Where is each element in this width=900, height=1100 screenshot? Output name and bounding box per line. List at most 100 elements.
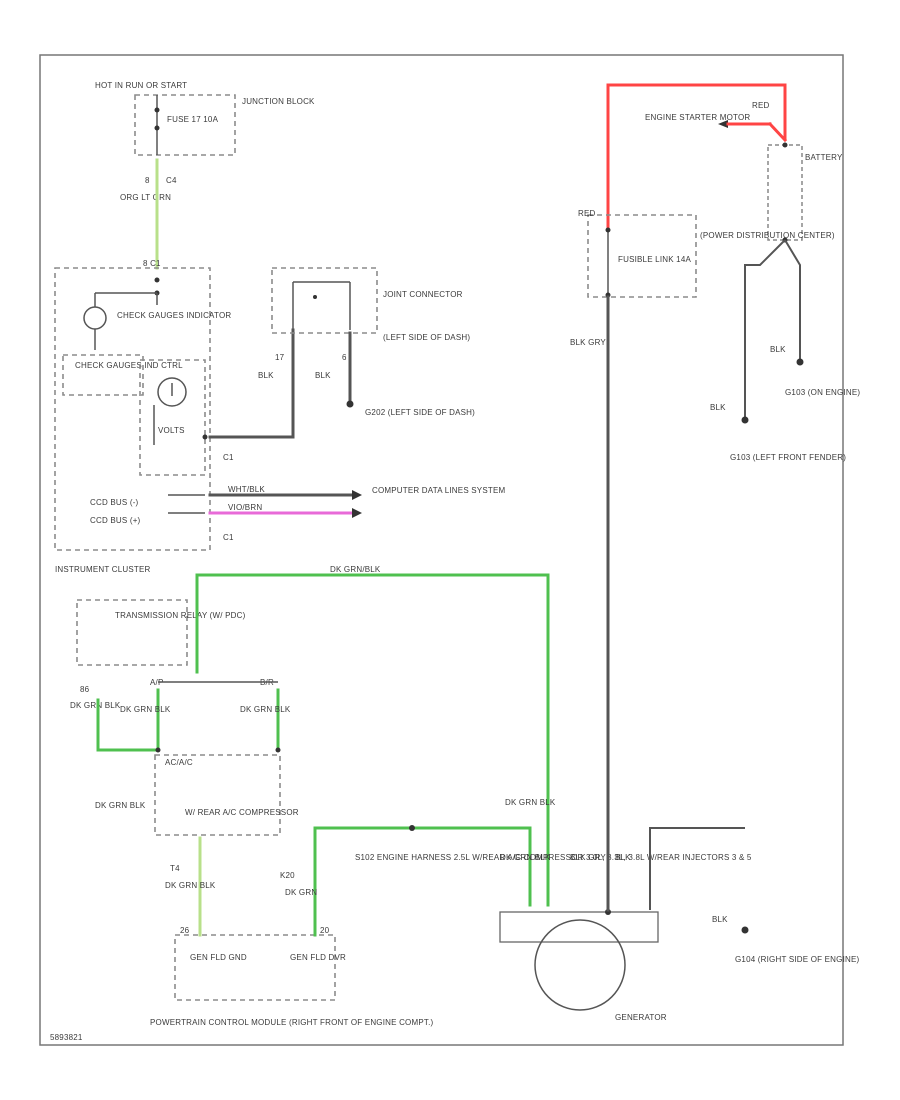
joint-connector-box	[271, 267, 378, 334]
battery-pos-dot	[782, 142, 788, 148]
dk-grn-blk-c-label: DK GRN BLK	[240, 705, 291, 714]
pcm-pin-left-label: 26	[180, 926, 190, 935]
computer-data-label: COMPUTER DATA LINES SYSTEM	[372, 486, 506, 495]
blk-g103-label: BLK	[710, 403, 726, 412]
junction-block-label: JUNCTION BLOCK	[242, 97, 315, 106]
s102-splice-dot	[409, 825, 415, 831]
generator-terminal-block	[499, 911, 659, 943]
fuse-dot-bottom	[154, 125, 160, 131]
g103-ground-icon	[741, 416, 749, 424]
ind-ctrl-box	[62, 354, 144, 396]
pin-86-label: 86	[80, 685, 90, 694]
w-ac-comp-label: W/ REAR A/C COMPRESSOR	[185, 808, 299, 817]
joint-connector-label: JOINT CONNECTOR	[383, 290, 463, 299]
dk-grn-blk-e-label: DK GRN BLK	[165, 881, 216, 890]
pcm-pin-right-label: 20	[320, 926, 330, 935]
pin6-label: 6	[342, 353, 347, 362]
pdc-dot-top	[605, 227, 611, 233]
engine-starter-label: ENGINE STARTER MOTOR	[645, 113, 750, 122]
pin-k20-label: K20	[280, 871, 295, 880]
fuse-dot-top	[154, 107, 160, 113]
blk2-label: BLK	[315, 371, 331, 380]
pdc-label: (POWER DISTRIBUTION CENTER)	[700, 231, 835, 240]
volts-label: VOLTS	[158, 426, 185, 435]
joint-left-side-label: (LEFT SIDE OF DASH)	[383, 333, 470, 342]
trans-relay-label: TRANSMISSION RELAY (W/ PDC)	[115, 611, 246, 620]
dk-grn-blk-top-label: DK GRN/BLK	[330, 565, 381, 574]
diagram-frame	[39, 54, 844, 1046]
battery-red-wire	[606, 83, 787, 230]
c1-top-label: 8 C1	[143, 259, 161, 268]
blk-g104-label: BLK	[712, 915, 728, 924]
a-pin-label: A/P	[150, 678, 164, 687]
starter-arrow-icon	[718, 120, 728, 128]
blk1-label: BLK	[258, 371, 274, 380]
voltmeter-icon	[157, 377, 187, 407]
dk-grn-blk-a-label: DK GRN BLK	[70, 701, 121, 710]
red-top-label: RED	[752, 101, 770, 110]
g103-label: G103 (LEFT FRONT FENDER)	[730, 453, 846, 462]
fusible-link-label: FUSIBLE LINK 14A	[618, 255, 691, 264]
g104-ground-icon	[741, 926, 749, 934]
dk-grn-blk-f-label: DK GRN BLK	[505, 798, 556, 807]
generator-icon	[534, 919, 626, 1011]
battery-icon	[767, 144, 803, 241]
g104-label: G104 (RIGHT SIDE OF ENGINE)	[735, 955, 860, 964]
trans-relay-box	[76, 599, 188, 666]
ccd-pos-arrow-icon	[352, 508, 362, 518]
instrument-cluster-box	[54, 267, 211, 551]
gen-blk-wire	[649, 827, 745, 910]
footer-code: 5893821	[50, 1033, 83, 1042]
pcm-box	[174, 934, 336, 1001]
g202-label: G202 (LEFT SIDE OF DASH)	[365, 408, 475, 417]
rear-ac-box	[154, 754, 281, 836]
c4-label: C4	[166, 176, 177, 185]
volts-gauge-box	[139, 359, 206, 476]
junction-block	[134, 94, 236, 156]
a-c-comp-label: AC/A/C	[165, 758, 193, 767]
battery-label: BATTERY	[805, 153, 843, 162]
hot-label: HOT IN RUN OR START	[95, 81, 187, 90]
c1-mid-label: C1	[223, 453, 234, 462]
blk-gry2-label: BLK GRY	[570, 853, 606, 862]
cluster-dot-1	[154, 277, 160, 283]
ccd-bus-neg-label: CCD BUS (-)	[90, 498, 139, 507]
gen-fld-gnd-label: GEN FLD GND	[190, 953, 247, 962]
battery-gnd-left	[744, 239, 786, 420]
dk-grn-blk-d-label: DK GRN BLK	[95, 801, 146, 810]
volts-dot	[202, 434, 208, 440]
starter-red-diag	[767, 121, 788, 143]
blk-gry-label: BLK GRY	[570, 338, 606, 347]
g103b-label: G103 (ON ENGINE)	[785, 388, 860, 397]
ccd-neg-arrow-icon	[352, 490, 362, 500]
joint-dot	[313, 295, 317, 299]
fuse-label: FUSE 17 10A	[167, 115, 219, 124]
g202-ground-icon	[346, 400, 354, 408]
pin8-label: 8	[145, 176, 150, 185]
ccd-bus-pos-label: CCD BUS (+)	[90, 516, 141, 525]
vio-brn-label: VIO/BRN	[228, 503, 262, 512]
relay-a-dot	[155, 747, 161, 753]
blk-right-label: BLK	[770, 345, 786, 354]
pcm-label: POWERTRAIN CONTROL MODULE (RIGHT FRONT O…	[150, 1018, 433, 1027]
g103b-ground-icon	[796, 358, 804, 366]
instrument-cluster-label: INSTRUMENT CLUSTER	[55, 565, 150, 574]
gen-fld-dvr-label: GEN FLD DVR	[290, 953, 346, 962]
c1-low-label: C1	[223, 533, 234, 542]
red-left-label: RED	[578, 209, 596, 218]
pin-t4-label: T4	[170, 864, 180, 873]
s102-label: S102 ENGINE HARNESS 2.5L W/REAR A/C COMP…	[355, 853, 752, 862]
pdc-box	[587, 214, 697, 298]
org-ltgrn-label: ORG LT GRN	[120, 193, 171, 202]
pin17-label: 17	[275, 353, 285, 362]
dk-grn-blk-g-label: DK GRN BLK	[500, 853, 551, 862]
relay-b-dot	[275, 747, 281, 753]
check-gauges-lamp-icon	[83, 306, 107, 330]
wht-blk-label: WHT/BLK	[228, 485, 265, 494]
dk-grn-blk-b-label: DK GRN BLK	[120, 705, 171, 714]
generator-label: GENERATOR	[615, 1013, 667, 1022]
blk-gen-label: BLK	[615, 853, 631, 862]
check-gauges-indicator-label: CHECK GAUGES INDICATOR	[117, 311, 231, 320]
battery-gnd-right	[784, 239, 801, 362]
